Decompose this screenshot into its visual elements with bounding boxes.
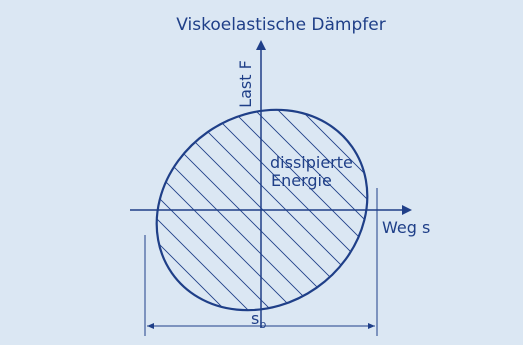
energy-label-line1: dissipierte bbox=[270, 153, 353, 172]
hysteresis-loop bbox=[155, 108, 369, 312]
y-axis-label: Last F bbox=[236, 60, 255, 108]
hatch-line bbox=[455, 80, 523, 340]
diagram-title: Viskoelastische Dämpfer bbox=[176, 15, 385, 35]
hatch-line bbox=[409, 80, 523, 340]
hatch-line bbox=[432, 80, 523, 340]
dimension-label-main: s bbox=[251, 309, 259, 328]
dimension-label: sb bbox=[251, 309, 266, 331]
hatch-line bbox=[117, 79, 141, 341]
dimension-label-subscript: b bbox=[259, 318, 266, 331]
x-axis-label: Weg s bbox=[382, 218, 430, 237]
hatch-line bbox=[501, 80, 523, 340]
energy-label-line2: Energie bbox=[271, 171, 332, 190]
hatch-line bbox=[478, 80, 523, 340]
